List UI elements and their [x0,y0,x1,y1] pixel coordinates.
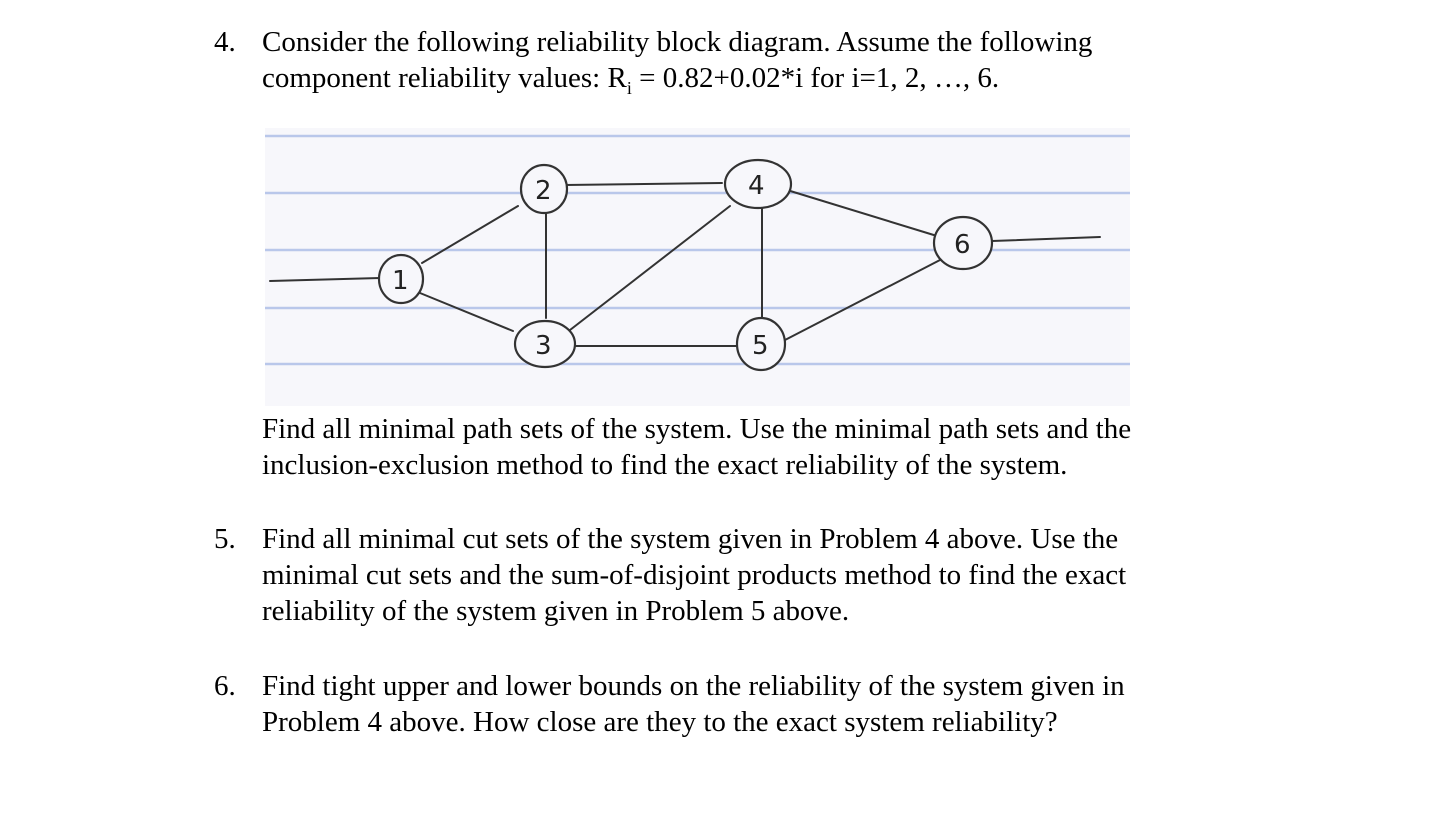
problem-6-statement: Find tight upper and lower bounds on the… [262,668,1262,740]
svg-text:1: 1 [392,266,409,296]
problem-5-number: 5. [214,523,236,555]
diagram-edges [269,182,1101,347]
problem-6-number: 6. [214,670,236,702]
node-1: 1 [377,253,425,305]
svg-text:4: 4 [748,171,765,201]
node-4: 4 [723,158,793,210]
problem-5-line-1: Find all minimal cut sets of the system … [262,523,1119,555]
reliability-block-diagram: 1 2 3 4 5 6 [265,128,1130,406]
node-2: 2 [519,163,569,215]
svg-text:5: 5 [752,331,769,361]
problem-4-number: 4. [214,26,236,58]
edge-3-4 [569,205,731,331]
input-line [269,277,381,282]
problem-4-followup-line-1: Find all minimal path sets of the system… [262,413,1132,445]
reliability-formula: = 0.82+0.02*i for i=1, 2, …, 6. [631,62,1000,94]
problem-5-line-2: minimal cut sets and the sum-of-disjoint… [262,559,1127,591]
output-line [991,236,1101,242]
problem-4-statement: Consider the following reliability block… [262,24,1262,98]
svg-text:6: 6 [954,230,971,260]
svg-text:2: 2 [535,176,552,206]
edge-5-6 [784,259,941,341]
problem-5-line-3: reliability of the system given in Probl… [262,595,850,627]
problem-4-line-2: component reliability values: Ri = 0.82+… [262,60,1262,98]
edge-2-4 [564,182,723,186]
problem-4-followup-line-2: inclusion-exclusion method to find the e… [262,449,1068,481]
node-6: 6 [932,215,994,271]
edge-1-3 [419,292,514,332]
reliability-symbol: component reliability values: R [262,62,627,94]
problem-6-line-1: Find tight upper and lower bounds on the… [262,670,1125,702]
problem-4-line-1: Consider the following reliability block… [262,26,1093,58]
edge-4-6 [786,189,938,237]
svg-text:3: 3 [535,331,552,361]
problem-5-statement: Find all minimal cut sets of the system … [262,521,1262,629]
problem-6-line-2: Problem 4 above. How close are they to t… [262,706,1058,738]
edge-1-2 [421,205,519,264]
problem-4-followup: Find all minimal path sets of the system… [262,411,1131,483]
reliability-subscript: i [626,77,632,98]
node-5: 5 [735,316,787,372]
node-3: 3 [513,319,577,369]
diagram-nodes: 1 2 3 4 5 6 [377,158,994,372]
